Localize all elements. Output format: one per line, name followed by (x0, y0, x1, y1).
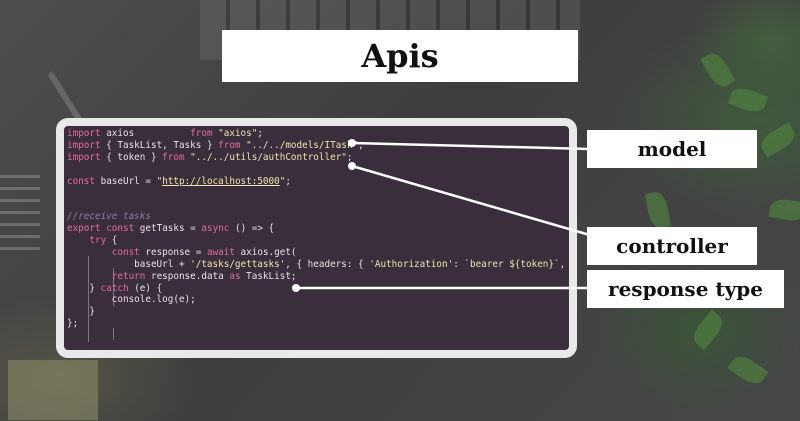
code-line-13: return response.data as TaskList; (111, 270, 297, 282)
code-line-9: export const getTasks = async () => { (67, 223, 275, 235)
connector-model (351, 141, 591, 151)
connector-dot-model (348, 139, 356, 147)
code-editor: import axios from "axios";import { TaskL… (64, 126, 569, 350)
page-title: Apis (361, 37, 439, 75)
connector-dot-response (292, 284, 300, 292)
title-banner: Apis (222, 30, 578, 82)
code-line-10: try { (89, 235, 118, 247)
code-line-2: import { TaskList, Tasks } from "../../m… (67, 139, 364, 151)
connector-controller (351, 164, 601, 240)
code-panel: import axios from "axios";import { TaskL… (56, 118, 577, 358)
code-line-12: baseUrl + '/tasks/gettasks', { headers: … (67, 258, 566, 270)
sticky-note-decoration (8, 360, 98, 420)
code-line-3: import { token } from "../../utils/authC… (67, 151, 353, 163)
indent-guide (113, 268, 114, 306)
code-line-5: const baseUrl = "http://localhost:5000"; (67, 175, 291, 187)
code-line-17: }; (67, 318, 79, 330)
indent-guide (88, 256, 89, 342)
label-response-type: response type (587, 270, 784, 308)
code-line-11: const response = await axios.get( (111, 246, 297, 258)
label-controller: controller (587, 227, 757, 265)
connector-dot-controller (348, 162, 356, 170)
code-lines: import axios from "axios";import { TaskL… (67, 128, 569, 330)
code-line-15: console.log(e); (67, 294, 196, 306)
code-line-16: } (67, 306, 95, 318)
label-model: model (587, 130, 757, 168)
code-line-1: import axios from "axios"; (67, 128, 263, 139)
code-line-14: } catch (e) { (67, 282, 163, 294)
notebook-spiral-decoration (0, 170, 40, 250)
code-line-8: //receive tasks (67, 211, 151, 223)
indent-guide (113, 328, 114, 340)
